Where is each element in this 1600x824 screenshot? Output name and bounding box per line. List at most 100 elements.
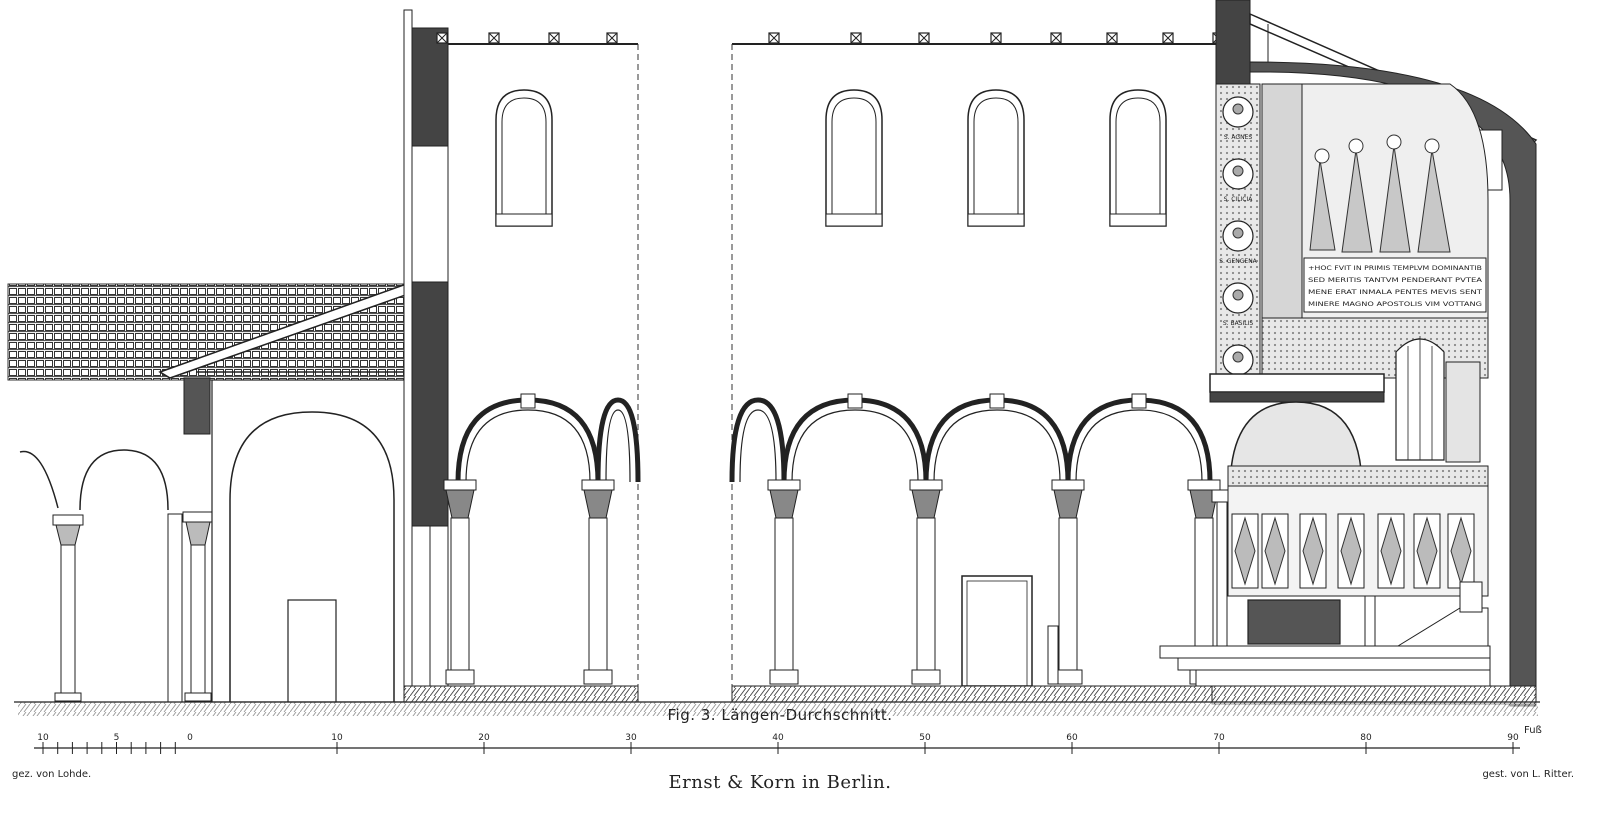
west-wall [403, 9, 449, 703]
arcade-arch-inner [739, 409, 777, 483]
screen-panel-lozenge [1380, 516, 1402, 586]
scale-tick-label: 30 [625, 733, 637, 743]
floor [731, 685, 1213, 703]
column-capital [911, 489, 941, 519]
saint-figure-panel [1445, 361, 1481, 463]
floor [1211, 685, 1537, 705]
screen-panel-lozenge [1264, 516, 1286, 586]
roof-beams [436, 32, 1224, 44]
pier-dark [183, 377, 211, 435]
beam-end-cross [1162, 32, 1174, 44]
roof-tiles [7, 283, 411, 381]
arcade-arch [595, 397, 641, 483]
pier [167, 513, 183, 703]
atrium-arch [79, 449, 169, 511]
scale-tick-label: 5 [114, 733, 120, 743]
saint-medallion-face [1232, 289, 1244, 301]
apse-stairs [1396, 607, 1489, 647]
column-shaft [774, 517, 794, 671]
saint-medallion-face [1232, 227, 1244, 239]
drawn-by-credit: gez. von Lohde. [12, 769, 92, 780]
atrium-column [52, 514, 84, 702]
arcade-arch-inner [791, 409, 919, 483]
window-sill [825, 213, 883, 227]
narthex-arch [229, 411, 395, 702]
inscription-line: MINERE MAGNO APOSTOLIS VIM VOTTANG [1308, 301, 1482, 308]
saint-medallion-face [1232, 165, 1244, 177]
arcade-arch [781, 397, 929, 483]
scale-tick-label: 40 [772, 733, 784, 743]
scale-tick-label: 0 [187, 733, 193, 743]
inscription-panel [1303, 257, 1487, 313]
clerestory-window-inner [501, 97, 547, 215]
beam-end-cross [1050, 32, 1062, 44]
arcade-arch [455, 397, 601, 483]
column-shaft [916, 517, 936, 671]
column-capital [583, 489, 613, 519]
column-base [583, 669, 613, 685]
column-capital [769, 489, 799, 519]
floor [403, 685, 639, 703]
atrium-arch-left [19, 450, 59, 509]
scale-tick-label: 60 [1066, 733, 1078, 743]
nave-columns [443, 479, 1221, 685]
scale-tick-label: 10 [37, 733, 49, 743]
arch-keystone [989, 393, 1005, 409]
column-abacus [909, 479, 943, 491]
arcade-arch-inner [605, 409, 631, 483]
arcade-arch-inner [933, 409, 1061, 483]
beam-end-cross [850, 32, 862, 44]
engraved-by-credit: gest. von L. Ritter. [1482, 769, 1574, 780]
scale-unit-label: Fuß [1524, 725, 1542, 736]
screen-panel-lozenge [1416, 516, 1438, 586]
choir-steps [1159, 645, 1491, 687]
saint-name: S. CILICIA [1224, 196, 1254, 203]
atrium-column [182, 511, 214, 702]
column-base [445, 669, 475, 685]
column-abacus [767, 479, 801, 491]
column-abacus [443, 479, 477, 491]
arcade-arch [1065, 397, 1213, 483]
scale-tick-label: 10 [331, 733, 343, 743]
scale-tick-label: 80 [1360, 733, 1372, 743]
column-shaft [588, 517, 608, 671]
beam-end-cross [1106, 32, 1118, 44]
column-base [911, 669, 941, 685]
arcade-arch-inner [465, 409, 591, 483]
column-capital [445, 489, 475, 519]
column-base [769, 669, 799, 685]
beam-end-cross [768, 32, 780, 44]
nave-arcade [455, 393, 1213, 483]
scale-tick-label: 90 [1507, 733, 1519, 743]
beam-end-cross [990, 32, 1002, 44]
column-abacus [1051, 479, 1085, 491]
triumphal-pier [1215, 0, 1251, 85]
scale-tick-label: 50 [919, 733, 931, 743]
nave-door [961, 575, 1033, 687]
beam-end-cross [488, 32, 500, 44]
clerestory-window [495, 89, 553, 227]
window-sill [1109, 213, 1167, 227]
scale-tick-label: 70 [1213, 733, 1225, 743]
beam-end-cross [436, 32, 448, 44]
arcade-arch [729, 397, 787, 483]
apse-window-bars [1407, 336, 1433, 460]
column-capital [1053, 489, 1083, 519]
altar [1247, 599, 1341, 645]
arcade-arch [923, 397, 1071, 483]
window-sill [495, 213, 553, 227]
saint-medallion-face [1232, 103, 1244, 115]
column-abacus [1187, 479, 1221, 491]
column-shaft [1058, 517, 1078, 671]
publisher-line: Ernst & Korn in Berlin. [668, 772, 892, 793]
scale-tick-label: 20 [478, 733, 490, 743]
screen-panel-lozenge [1234, 516, 1256, 586]
saint-name: S. AGNES [1224, 134, 1253, 141]
clerestory-window [1109, 89, 1167, 227]
bishop-chair [1459, 581, 1483, 613]
column-shaft [450, 517, 470, 671]
clerestory-window-inner [973, 97, 1019, 215]
